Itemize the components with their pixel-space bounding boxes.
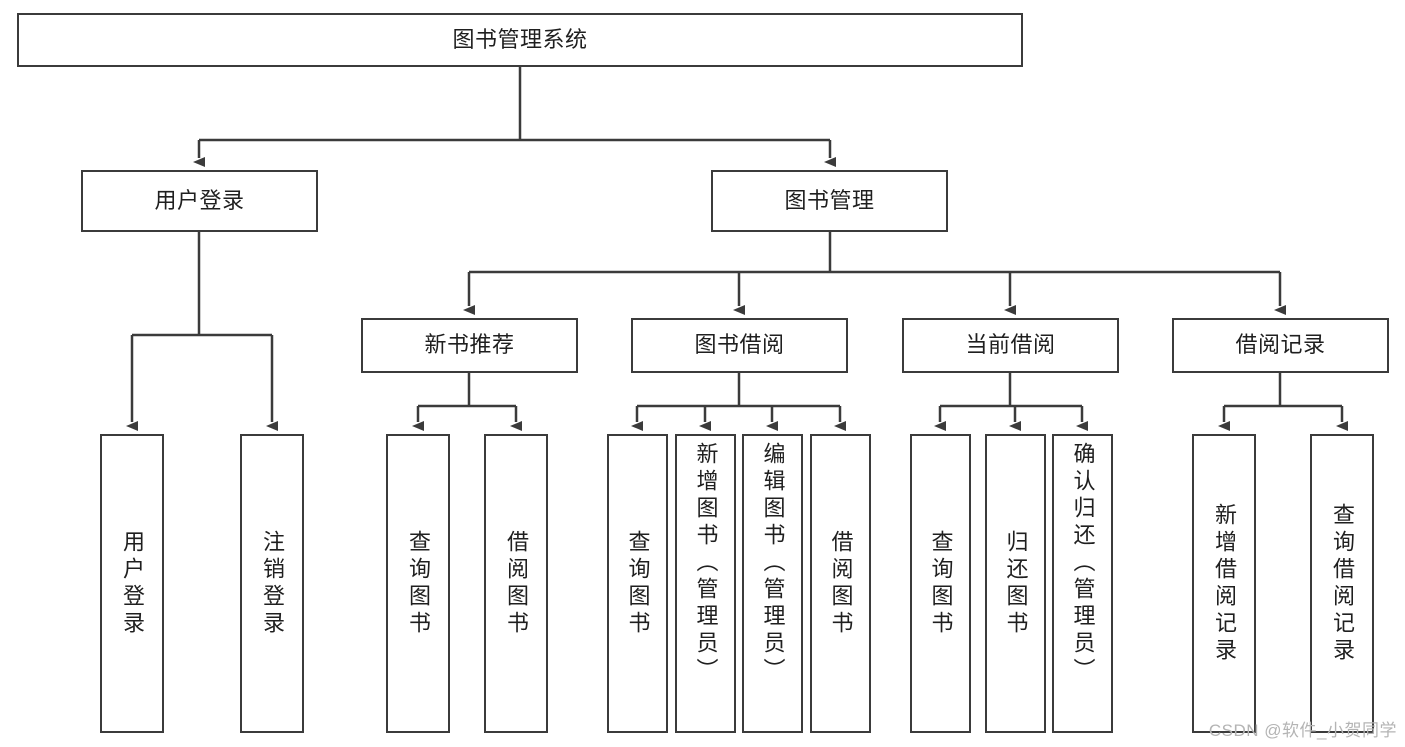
leaf-query-book-borrow-label: 查询图书 [625,529,651,638]
node-current-borrow[interactable]: 当前借阅 [902,318,1119,373]
node-user-login[interactable]: 用户登录 [81,170,318,232]
leaf-user-login[interactable]: 用户登录 [100,434,164,733]
leaf-user-login-label: 用户登录 [120,529,145,638]
leaf-return-book-label: 归还图书 [1003,529,1029,638]
connector-borrow-to-leaves [631,373,846,431]
node-book-management[interactable]: 图书管理 [711,170,948,232]
watermark: CSDN @软件_小贺同学 [1208,721,1397,740]
leaf-query-book-current[interactable]: 查询图书 [910,434,971,733]
connector-login-to-leaves [126,232,278,431]
leaf-query-borrow-record[interactable]: 查询借阅记录 [1310,434,1374,733]
leaf-borrow-book[interactable]: 借阅图书 [810,434,871,733]
node-borrow-record[interactable]: 借阅记录 [1172,318,1389,373]
node-book-borrow-label: 图书借阅 [694,332,785,358]
node-book-management-label: 图书管理 [784,187,875,213]
node-borrow-record-label: 借阅记录 [1235,332,1326,358]
leaf-edit-book-admin[interactable]: 编辑图书（管理员） [742,434,803,733]
connector-bookmgmt-to-level3 [463,232,1286,315]
node-new-book-recommend[interactable]: 新书推荐 [361,318,578,373]
leaf-logout[interactable]: 注销登录 [240,434,304,733]
leaf-add-borrow-record[interactable]: 新增借阅记录 [1192,434,1256,733]
connector-newbook-to-leaves [412,373,522,431]
node-root-label: 图书管理系统 [452,26,588,52]
leaf-confirm-return-admin-label: 确认归还（管理员） [1070,442,1096,685]
node-root[interactable]: 图书管理系统 [17,13,1023,67]
leaf-query-book-current-label: 查询图书 [928,529,954,638]
leaf-borrow-book-recommend[interactable]: 借阅图书 [484,434,548,733]
leaf-add-borrow-record-label: 新增借阅记录 [1212,502,1237,665]
leaf-borrow-book-recommend-label: 借阅图书 [504,529,529,638]
leaf-query-book-borrow[interactable]: 查询图书 [607,434,668,733]
leaf-borrow-book-label: 借阅图书 [828,529,854,638]
connector-root-to-level2 [193,67,836,167]
leaf-logout-label: 注销登录 [260,529,285,638]
leaf-confirm-return-admin[interactable]: 确认归还（管理员） [1052,434,1113,733]
leaf-edit-book-admin-label: 编辑图书（管理员） [760,442,786,685]
leaf-add-book-admin-label: 新增图书（管理员） [693,442,719,685]
leaf-query-book-recommend[interactable]: 查询图书 [386,434,450,733]
node-user-login-label: 用户登录 [154,187,245,213]
node-current-borrow-label: 当前借阅 [965,332,1056,358]
node-new-book-recommend-label: 新书推荐 [424,332,515,358]
leaf-return-book[interactable]: 归还图书 [985,434,1046,733]
leaf-query-book-recommend-label: 查询图书 [406,529,431,638]
leaf-add-book-admin[interactable]: 新增图书（管理员） [675,434,736,733]
leaf-query-borrow-record-label: 查询借阅记录 [1330,502,1355,665]
connector-record-to-leaves [1218,373,1348,431]
connector-current-to-leaves [934,373,1088,431]
node-book-borrow[interactable]: 图书借阅 [631,318,848,373]
